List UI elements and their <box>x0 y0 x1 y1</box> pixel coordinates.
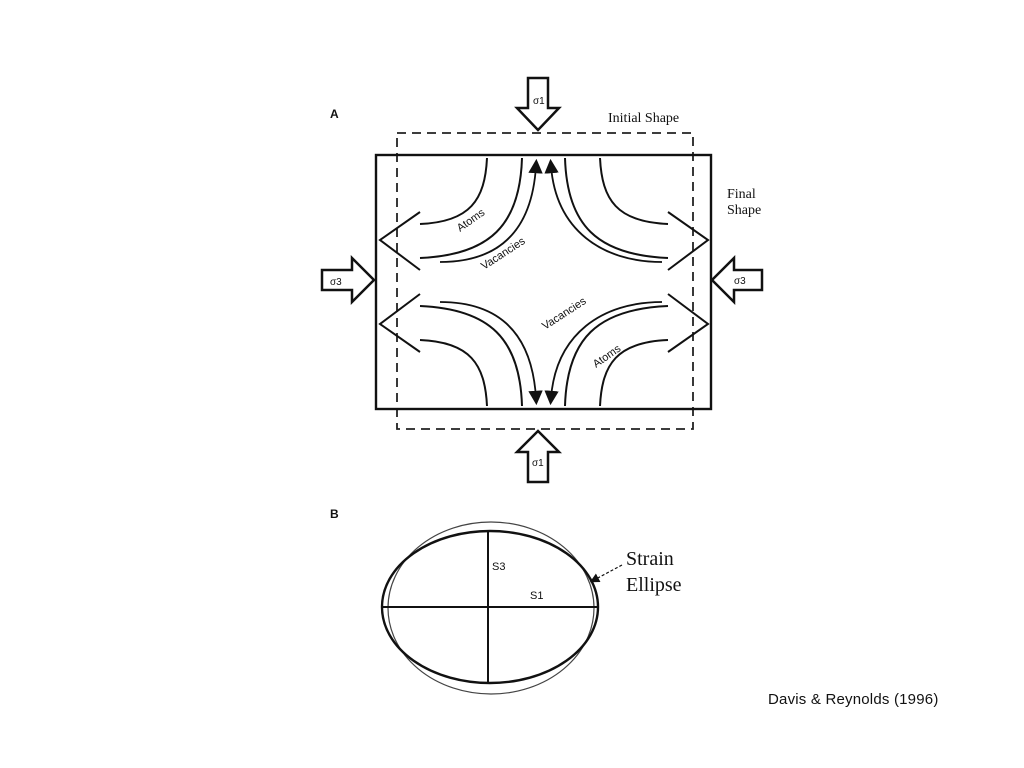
sigma1-bottom-arrow: σ1 <box>513 429 563 484</box>
atoms-flow-bottom-left <box>378 293 523 407</box>
panel-a-label: A <box>330 107 339 121</box>
atoms-flow-top-right <box>564 157 710 271</box>
atoms-flow-bottom-right <box>564 293 710 407</box>
vacancies-flow-bottom-right <box>544 301 663 406</box>
strain-ellipse-pointer <box>589 564 623 583</box>
atoms-label-bottom: Atoms <box>591 342 624 370</box>
vacancies-flow-top-right <box>544 158 663 263</box>
panel-b-label: B <box>330 507 339 521</box>
vacancies-flow-top-left <box>439 158 543 263</box>
atoms-label-top: Atoms <box>455 206 488 234</box>
svg-text:σ1: σ1 <box>532 458 544 469</box>
svg-text:σ3: σ3 <box>734 276 746 287</box>
sigma1-top-arrow: σ1 <box>514 76 562 132</box>
s1-axis-label: S1 <box>530 590 543 602</box>
sigma3-left-arrow: σ3 <box>320 254 376 306</box>
sigma3-right-arrow: σ3 <box>710 254 764 306</box>
atoms-flow-top-left <box>378 157 523 271</box>
citation-credit: Davis & Reynolds (1996) <box>768 691 939 708</box>
initial-shape-outline <box>396 132 694 430</box>
s3-axis-label: S3 <box>492 561 505 573</box>
vacancies-label-bottom: Vacancies <box>540 295 589 333</box>
strain-ellipse-label: Strain Ellipse <box>626 548 682 596</box>
svg-text:σ3: σ3 <box>330 277 342 288</box>
final-shape-label: Final Shape <box>727 187 762 219</box>
final-shape-outline <box>374 153 713 411</box>
svg-text:σ1: σ1 <box>533 96 545 107</box>
vacancies-flow-bottom-left <box>439 301 543 406</box>
initial-shape-label: Initial Shape <box>608 111 680 126</box>
